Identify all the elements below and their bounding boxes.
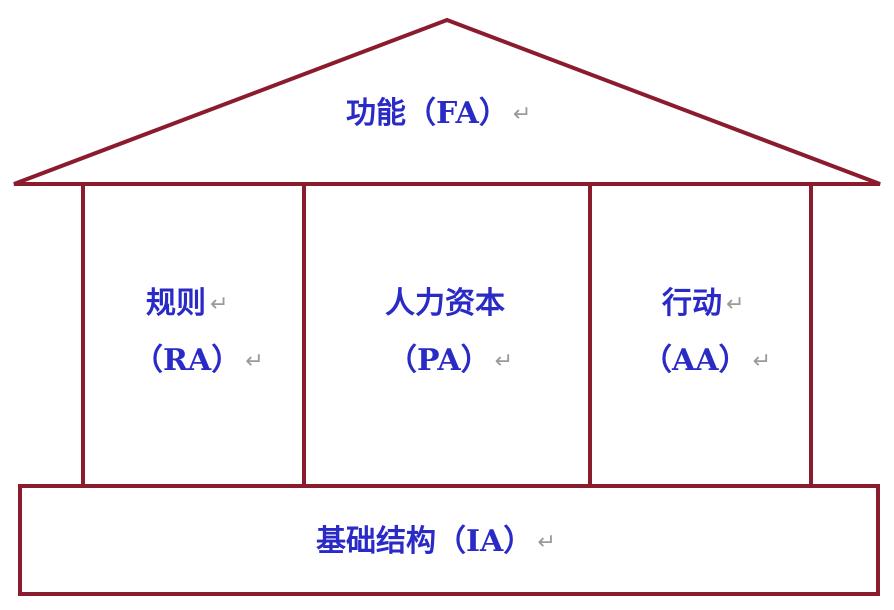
- pillar-action-line2: （AA）↵: [642, 343, 771, 380]
- pillar-action-abbr: （AA）: [642, 343, 749, 378]
- return-mark-icon: ↵: [512, 102, 532, 127]
- pillar-human-capital-line1: 人力资本: [385, 286, 505, 322]
- pillar-human-capital-line2: （PA）↵: [387, 343, 513, 380]
- return-mark-icon: ↵: [726, 292, 745, 317]
- foundation-label-text: 基础结构（IA）: [316, 524, 534, 559]
- return-mark-icon: ↵: [210, 292, 229, 317]
- return-mark-icon: ↵: [494, 349, 514, 374]
- return-mark-icon: ↵: [245, 349, 264, 374]
- foundation-box: [18, 484, 880, 596]
- roof-label: 功能（FA）↵: [346, 96, 531, 133]
- pillar-rules-line1: 规则↵: [146, 286, 228, 323]
- roof-label-text: 功能（FA）: [346, 96, 509, 131]
- roof-triangle: [13, 17, 881, 186]
- pillar-rules-abbr: （RA）: [133, 343, 242, 378]
- pillar-human-capital-title: 人力资本: [385, 286, 505, 321]
- return-mark-icon: ↵: [537, 530, 556, 555]
- return-mark-icon: ↵: [752, 349, 771, 374]
- pillar-action-title: 行动: [662, 286, 722, 321]
- foundation-label: 基础结构（IA）↵: [316, 524, 556, 561]
- pillar-action-line1: 行动↵: [662, 286, 744, 323]
- pillar-rules-title: 规则: [146, 286, 206, 321]
- pillar-human-capital-abbr: （PA）: [387, 343, 491, 378]
- pillar-rules-line2: （RA）↵: [133, 343, 264, 380]
